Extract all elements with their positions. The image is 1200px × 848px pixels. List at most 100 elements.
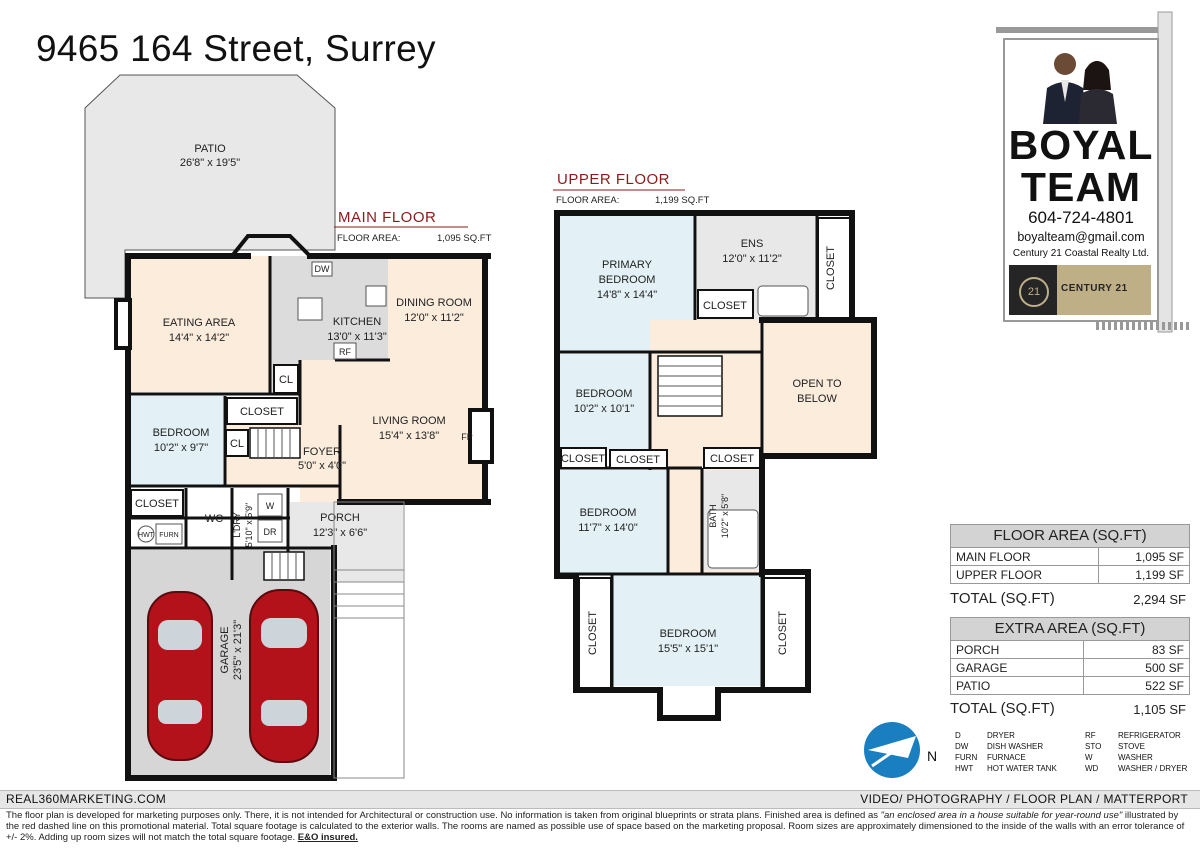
main-cl2-label: CL: [230, 438, 244, 450]
main-floor-area-label: FLOOR AREA:: [337, 233, 400, 244]
legend-desc: DISH WASHER: [987, 742, 1044, 751]
open-below-fill: [764, 320, 874, 454]
floor-area-total-value: 2,294 SF: [1133, 592, 1186, 607]
open-below-label2: BELOW: [797, 393, 837, 405]
legend-abbr: STO: [1085, 742, 1102, 751]
main-bedroom-dim: 10'2" x 9'7": [154, 442, 208, 454]
extra-area-total-label: TOTAL (SQ.FT): [950, 700, 1055, 717]
extra-area-row-value: 500 SF: [1082, 658, 1191, 677]
garage-dim: 23'5" x 21'3": [232, 620, 244, 680]
bedroom4-fill: [612, 576, 762, 686]
floor-area-total-label: TOTAL (SQ.FT): [950, 590, 1055, 607]
main-cl1-label: CL: [279, 374, 293, 386]
garage-label: GARAGE: [219, 626, 231, 673]
main-bedroom-label: BEDROOM: [153, 427, 210, 439]
century21-logo-mark-bg: 21: [1009, 265, 1057, 315]
century21-logo: 21 CENTURY 21: [1009, 265, 1151, 315]
legend-abbr: W: [1085, 753, 1093, 762]
eating-area-label: EATING AREA: [163, 317, 236, 329]
closet-left-label: CLOSET: [587, 611, 599, 655]
dining-label: DINING ROOM: [396, 297, 472, 309]
table-row: GARAGE 500 SF: [950, 658, 1191, 677]
bedroom3-label: BEDROOM: [580, 507, 637, 519]
legend-abbr: FURN: [955, 753, 978, 762]
floor-area-table-heading: FLOOR AREA (SQ.FT): [950, 524, 1190, 548]
porch-dim: 12'3" x 6'6": [313, 527, 367, 539]
extra-area-row-label: GARAGE: [950, 658, 1084, 677]
dining-dim: 12'0" x 11'2": [404, 312, 464, 324]
closet-a-label: CLOSET: [561, 453, 605, 465]
upper-floor-heading: UPPER FLOOR: [557, 171, 670, 188]
legend-abbr: HWT: [955, 764, 974, 773]
wc-label: WC: [205, 513, 223, 525]
table-row: PATIO 522 SF: [950, 676, 1191, 695]
legend-desc: REFRIGERATOR: [1118, 731, 1181, 740]
legend-abbr: RF: [1085, 731, 1096, 740]
extra-area-total-value: 1,105 SF: [1133, 702, 1186, 717]
realtor-email[interactable]: boyalteam@gmail.com: [1017, 230, 1145, 244]
garage-cars: [147, 589, 319, 763]
realtor-name-line2: TEAM: [1020, 164, 1142, 210]
legend-desc: STOVE: [1118, 742, 1145, 751]
legend-desc: HOT WATER TANK: [987, 764, 1057, 773]
laundry-dim: 5'10" x 5'9": [244, 503, 254, 547]
washer-label: W: [266, 501, 275, 511]
closet-b-label: CLOSET: [616, 454, 660, 466]
bedroom2-label: BEDROOM: [576, 388, 633, 400]
realtor-name-line1: BOYAL: [1008, 122, 1154, 168]
disclaimer-part2: illustrated by the red dashed line on th…: [6, 810, 1185, 843]
kitchen-label: KITCHEN: [333, 316, 381, 328]
patio-dim: 26'8" x 19'5": [180, 157, 240, 169]
bath-label: BATH: [708, 504, 718, 527]
floor-area-row-value: 1,095 SF: [1097, 547, 1191, 566]
legend-desc: FURNACE: [987, 753, 1026, 762]
dishwasher-label: DW: [315, 264, 330, 274]
open-below-label1: OPEN TO: [792, 378, 842, 390]
eating-area-dim: 14'4" x 14'2": [169, 332, 229, 344]
footer-website-link[interactable]: REAL360MARKETING.COM: [6, 792, 167, 806]
floor-area-table: MAIN FLOOR 1,095 SF UPPER FLOOR 1,199 SF: [950, 547, 1191, 584]
realtor-company: Century 21 Coastal Realty Ltd.: [1012, 248, 1150, 259]
realtor-sign: BOYAL TEAM 604-724-4801 boyalteam@gmail.…: [1003, 38, 1159, 322]
floor-area-row-value: 1,199 SF: [1097, 565, 1191, 584]
bedroom3-fill: [560, 470, 668, 574]
eating-area-fill: [130, 256, 270, 392]
main-closet-label: CLOSET: [240, 406, 284, 418]
bedroom4-label: BEDROOM: [660, 628, 717, 640]
porch-label: PORCH: [320, 512, 360, 524]
kitchen-dim: 13'0" x 11'3": [327, 331, 387, 343]
extra-area-row-label: PORCH: [950, 640, 1084, 659]
floor-plan-drawing: PATIO 26'8" x 19'5" MAIN FLOOR FLOOR ARE…: [84, 11, 1192, 781]
bedroom-main-fill: [130, 396, 223, 486]
realtor-phone[interactable]: 604-724-4801: [1028, 208, 1134, 227]
primary-bedroom-label2: BEDROOM: [599, 274, 656, 286]
dryer-label: DR: [264, 527, 277, 537]
legend-desc: WASHER / DRYER: [1118, 764, 1188, 773]
disclaimer-text: The floor plan is developed for marketin…: [6, 810, 1194, 843]
ens-closet-label: CLOSET: [703, 300, 747, 312]
ens-side-closet-label: CLOSET: [825, 246, 837, 290]
century21-logo-text: CENTURY 21: [1061, 283, 1128, 294]
main-closet2-label: CLOSET: [135, 498, 179, 510]
century21-logo-mark: 21: [1019, 277, 1049, 307]
bedroom3-dim: 11'7" x 14'0": [578, 522, 638, 534]
closet-right-label: CLOSET: [777, 611, 789, 655]
patio-label: PATIO: [194, 143, 226, 155]
bedroom2-dim: 10'2" x 10'1": [574, 403, 634, 415]
bath-dim: 10'2" x 5'8": [720, 494, 730, 538]
legend-desc: WASHER: [1118, 753, 1153, 762]
bedroom4-dim: 15'5" x 15'1": [658, 643, 718, 655]
extra-area-row-value: 522 SF: [1082, 676, 1191, 695]
compass-icon: [864, 722, 920, 778]
living-dim: 15'4" x 13'8": [379, 430, 439, 442]
furnace-label: FURN: [159, 532, 178, 539]
disclaimer-part1: The floor plan is developed for marketin…: [6, 810, 881, 821]
floor-area-row-label: UPPER FLOOR: [950, 565, 1099, 584]
fridge-label: RF: [339, 347, 351, 357]
primary-bedroom-label1: PRIMARY: [602, 259, 653, 271]
living-fill: [300, 360, 483, 502]
ensuite-dim: 12'0" x 11'2": [722, 253, 782, 265]
extra-area-row-label: PATIO: [950, 676, 1084, 695]
table-row: UPPER FLOOR 1,199 SF: [950, 565, 1191, 584]
legend-abbr: DW: [955, 742, 969, 751]
